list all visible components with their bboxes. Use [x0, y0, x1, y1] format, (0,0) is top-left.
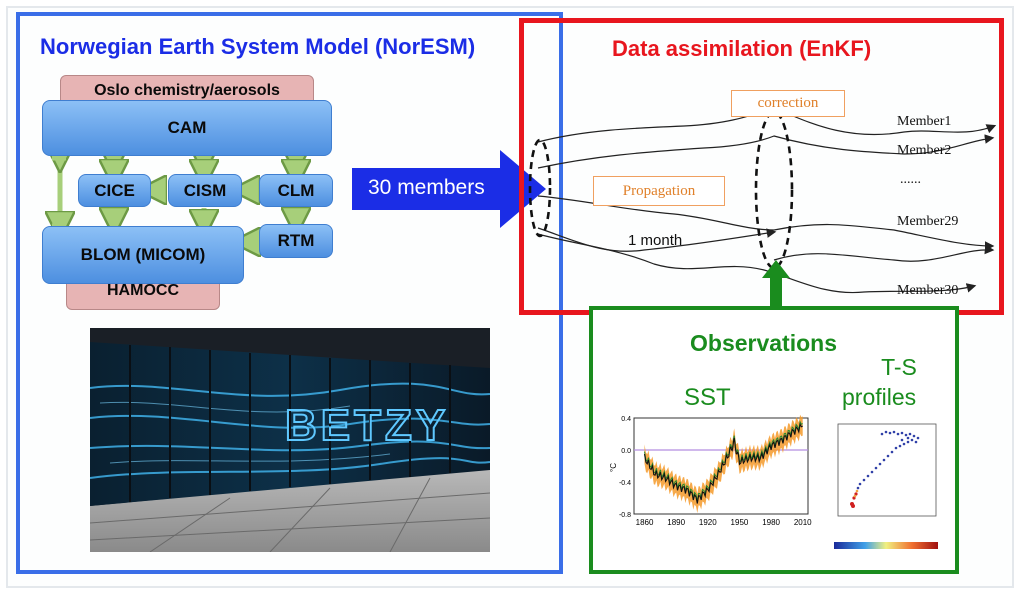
sst-xtick-label: 1920	[699, 518, 717, 527]
ts-label-line1: T-S	[881, 354, 917, 380]
cism-box: CISM	[168, 174, 242, 207]
ellipsis-label: ......	[900, 172, 921, 187]
sst-xtick-label: 1950	[731, 518, 749, 527]
betzy-supercomputer-photo: BETZY	[90, 328, 490, 552]
betzy-label: BETZY	[285, 401, 449, 450]
sst-xtick-label: 1980	[762, 518, 780, 527]
members-arrow-label: 30 members	[368, 176, 485, 199]
clm-box: CLM	[259, 174, 333, 207]
member29-label: Member29	[897, 214, 959, 229]
sst-xtick-label: 1890	[667, 518, 685, 527]
sst-ytick-label: 0.4	[621, 416, 631, 423]
sst-xtick-label: 1860	[636, 518, 654, 527]
sst-ytick-label: 0.0	[621, 448, 631, 455]
sst-xtick-label: 2010	[794, 518, 812, 527]
ensemble-trajectories	[528, 107, 997, 294]
rtm-box: RTM	[259, 224, 333, 258]
ts-colorbar	[834, 542, 938, 549]
sst-ytick-label: -0.4	[619, 480, 631, 487]
enkf-title: Data assimilation (EnKF)	[612, 36, 872, 61]
propagation-box: Propagation	[593, 176, 725, 206]
cam-box: CAM	[42, 100, 332, 156]
cice-box: CICE	[78, 174, 151, 207]
sst-chart: °C 0.4 0.0 -0.4 -0.8 1860 1890 1920 1950 1980 20…	[609, 414, 812, 527]
member1-label: Member1	[897, 114, 952, 129]
one-month-label: 1 month	[628, 232, 683, 249]
sst-series-line	[643, 422, 803, 504]
sst-chart-plot-area	[633, 417, 809, 515]
correction-box: correction	[731, 90, 845, 117]
member30-label: Member30	[897, 283, 959, 298]
member2-label: Member2	[897, 143, 952, 158]
members-arrow	[352, 150, 546, 228]
sst-ytick-label: -0.8	[619, 512, 631, 519]
sst-label: SST	[684, 384, 731, 411]
blom-box: BLOM (MICOM)	[42, 226, 244, 284]
noresm-panel	[16, 12, 563, 574]
ts-profile-plot	[834, 423, 938, 549]
noresm-title: Norwegian Earth System Model (NorESM)	[40, 34, 476, 59]
observations-title: Observations	[690, 330, 837, 356]
observation-arrow	[762, 260, 790, 306]
sst-ylabel: °C	[609, 463, 618, 472]
ts-label-line2: profiles	[842, 384, 917, 410]
